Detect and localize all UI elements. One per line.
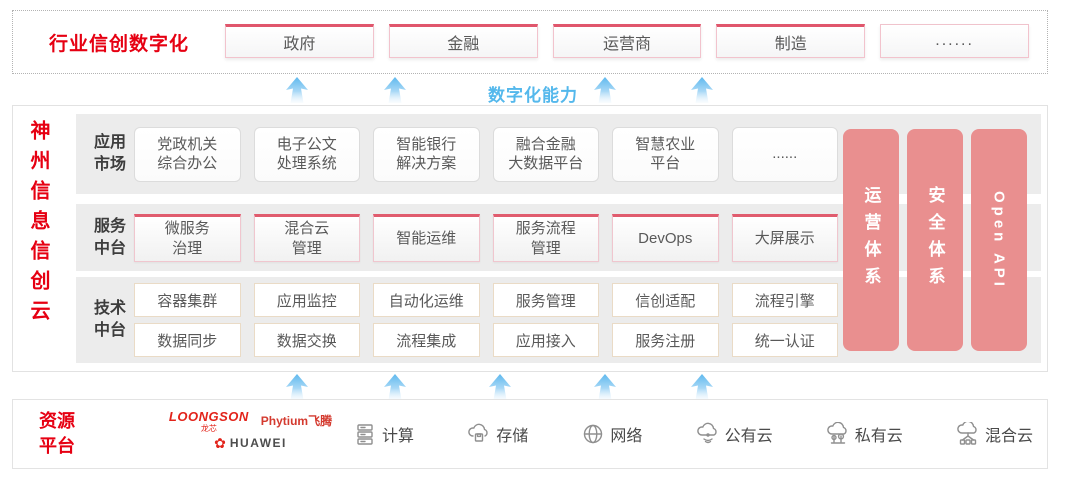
compute-icon bbox=[357, 424, 373, 445]
industry-box-government: 政府 bbox=[225, 24, 374, 58]
up-arrow-icon bbox=[594, 374, 616, 400]
tech-box-service-mgmt: 服务管理 bbox=[492, 283, 599, 317]
resource-hybrid-cloud: 混合云 bbox=[956, 422, 1033, 446]
app-box-edoc-system: 电子公文 处理系统 bbox=[253, 126, 360, 182]
svc-box-devops: DevOps bbox=[612, 213, 719, 262]
tech-box-app-monitoring: 应用监控 bbox=[253, 283, 360, 317]
huawei-logo-text: HUAWEI bbox=[229, 436, 287, 450]
svc-box-service-process-mgmt: 服务流程 管理 bbox=[492, 213, 599, 262]
app-box-smart-banking: 智能银行 解决方案 bbox=[373, 126, 480, 182]
svc-box-intelligent-ops: 智能运维 bbox=[373, 213, 480, 262]
tech-box-process-engine: 流程引擎 bbox=[731, 283, 838, 317]
pillar-operation-system: 运营体系 bbox=[843, 129, 899, 351]
up-arrow-icon bbox=[286, 77, 308, 103]
up-arrow-icon bbox=[286, 374, 308, 400]
huawei-flower-icon: ✿ bbox=[214, 435, 226, 451]
tech-box-data-exchange: 数据交换 bbox=[253, 323, 360, 357]
loongson-logo-text: LOONGSON bbox=[168, 409, 249, 424]
resource-label: 网络 bbox=[610, 428, 643, 445]
tech-box-app-access: 应用接入 bbox=[492, 323, 599, 357]
resource-label: 混合云 bbox=[984, 428, 1033, 445]
hybrid-cloud-icon bbox=[957, 422, 977, 445]
service-platform-label: 服务 中台 bbox=[93, 217, 126, 257]
resource-items: 计算 存储 网络 公有云 bbox=[353, 400, 1033, 468]
app-box-gov-office: 党政机关 综合办公 bbox=[134, 126, 241, 182]
resource-label: 公有云 bbox=[724, 428, 773, 445]
tech-box-service-registry: 服务注册 bbox=[612, 323, 719, 357]
service-platform-items: 微服务 治理 混合云 管理 智能运维 服务流程 管理 DevOps 大屏展示 bbox=[134, 204, 838, 271]
resource-label: 私有云 bbox=[854, 428, 903, 445]
phytium-logo: Phytium飞腾 bbox=[260, 414, 333, 428]
tech-box-container-cluster: 容器集群 bbox=[134, 283, 241, 317]
app-market-label: 应用 市场 bbox=[93, 134, 126, 173]
tech-platform-items: 容器集群 应用监控 自动化运维 服务管理 信创适配 流程引擎 数据同步 数据交换… bbox=[134, 277, 838, 363]
tech-platform-label: 技术 中台 bbox=[93, 300, 126, 339]
up-arrow-icon bbox=[384, 374, 406, 400]
resource-private-cloud: 私有云 bbox=[826, 422, 903, 446]
svc-box-microservice-governance: 微服务 治理 bbox=[134, 213, 241, 262]
vendor-logos: LOONGSON 龙芯 Phytium飞腾 ✿ HUAWEI bbox=[163, 409, 338, 450]
public-cloud-icon bbox=[696, 422, 717, 444]
svc-box-dashboard-display: 大屏展示 bbox=[731, 213, 838, 262]
up-arrow-icon bbox=[594, 77, 616, 103]
svc-box-hybrid-cloud-mgmt: 混合云 管理 bbox=[253, 213, 360, 262]
resource-compute: 计算 bbox=[353, 422, 414, 446]
up-arrow-icon bbox=[384, 77, 406, 103]
resource-label: 计算 bbox=[382, 428, 415, 445]
app-box-more: ...... bbox=[731, 126, 838, 182]
digital-capability-label: 数字化能力 bbox=[488, 86, 578, 105]
resource-network: 网络 bbox=[581, 422, 642, 446]
app-box-finance-bigdata: 融合金融 大数据平台 bbox=[492, 126, 599, 182]
tech-box-xinchuang-adaptation: 信创适配 bbox=[612, 283, 719, 317]
cloud-platform-section: 神州信息信创云 应用 市场 党政机关 综合办公 电子公文 处理系统 智能银行 解… bbox=[12, 105, 1048, 372]
industry-box-finance: 金融 bbox=[388, 24, 538, 58]
huawei-logo: ✿ HUAWEI bbox=[163, 436, 338, 450]
industry-box-row: 政府 金融 运营商 制造 ...... bbox=[225, 24, 1029, 58]
platform-vertical-title: 神州信息信创云 bbox=[27, 120, 49, 330]
industry-section-title: 行业信创数字化 bbox=[49, 33, 190, 55]
industry-box-more: ...... bbox=[880, 24, 1029, 58]
storage-icon bbox=[468, 423, 488, 442]
app-box-smart-agriculture: 智慧农业 平台 bbox=[612, 126, 719, 182]
private-cloud-icon bbox=[826, 422, 847, 444]
industry-box-manufacturing: 制造 bbox=[716, 24, 866, 58]
resource-label: 存储 bbox=[496, 428, 529, 445]
resource-platform-section: 资源 平台 LOONGSON 龙芯 Phytium飞腾 ✿ HUAWEI 计 bbox=[12, 399, 1048, 469]
industry-box-operator: 运营商 bbox=[552, 24, 702, 58]
industry-digitalization-section: 行业信创数字化 政府 金融 运营商 制造 ...... bbox=[12, 10, 1048, 74]
up-arrow-icon bbox=[691, 77, 713, 103]
pillar-security-system: 安全体系 bbox=[907, 129, 963, 351]
tech-box-process-integration: 流程集成 bbox=[373, 323, 480, 357]
loongson-logo-cn: 龙芯 bbox=[200, 424, 217, 433]
app-market-items: 党政机关 综合办公 电子公文 处理系统 智能银行 解决方案 融合金融 大数据平台… bbox=[134, 114, 838, 194]
network-icon bbox=[584, 424, 603, 444]
pillar-open-api: Open API bbox=[971, 129, 1027, 351]
up-arrow-icon bbox=[691, 374, 713, 400]
tech-box-unified-auth: 统一认证 bbox=[731, 323, 838, 357]
resource-public-cloud: 公有云 bbox=[696, 422, 773, 446]
up-arrow-icon bbox=[489, 374, 511, 400]
loongson-logo: LOONGSON 龙芯 bbox=[169, 409, 249, 434]
resource-storage: 存储 bbox=[467, 422, 528, 446]
resource-platform-title: 资源 平台 bbox=[39, 410, 75, 456]
tech-box-data-sync: 数据同步 bbox=[134, 323, 241, 357]
tech-row-bottom: 数据同步 数据交换 流程集成 应用接入 服务注册 统一认证 bbox=[134, 323, 838, 357]
tech-row-top: 容器集群 应用监控 自动化运维 服务管理 信创适配 流程引擎 bbox=[134, 283, 838, 317]
tech-box-automated-ops: 自动化运维 bbox=[373, 283, 480, 317]
